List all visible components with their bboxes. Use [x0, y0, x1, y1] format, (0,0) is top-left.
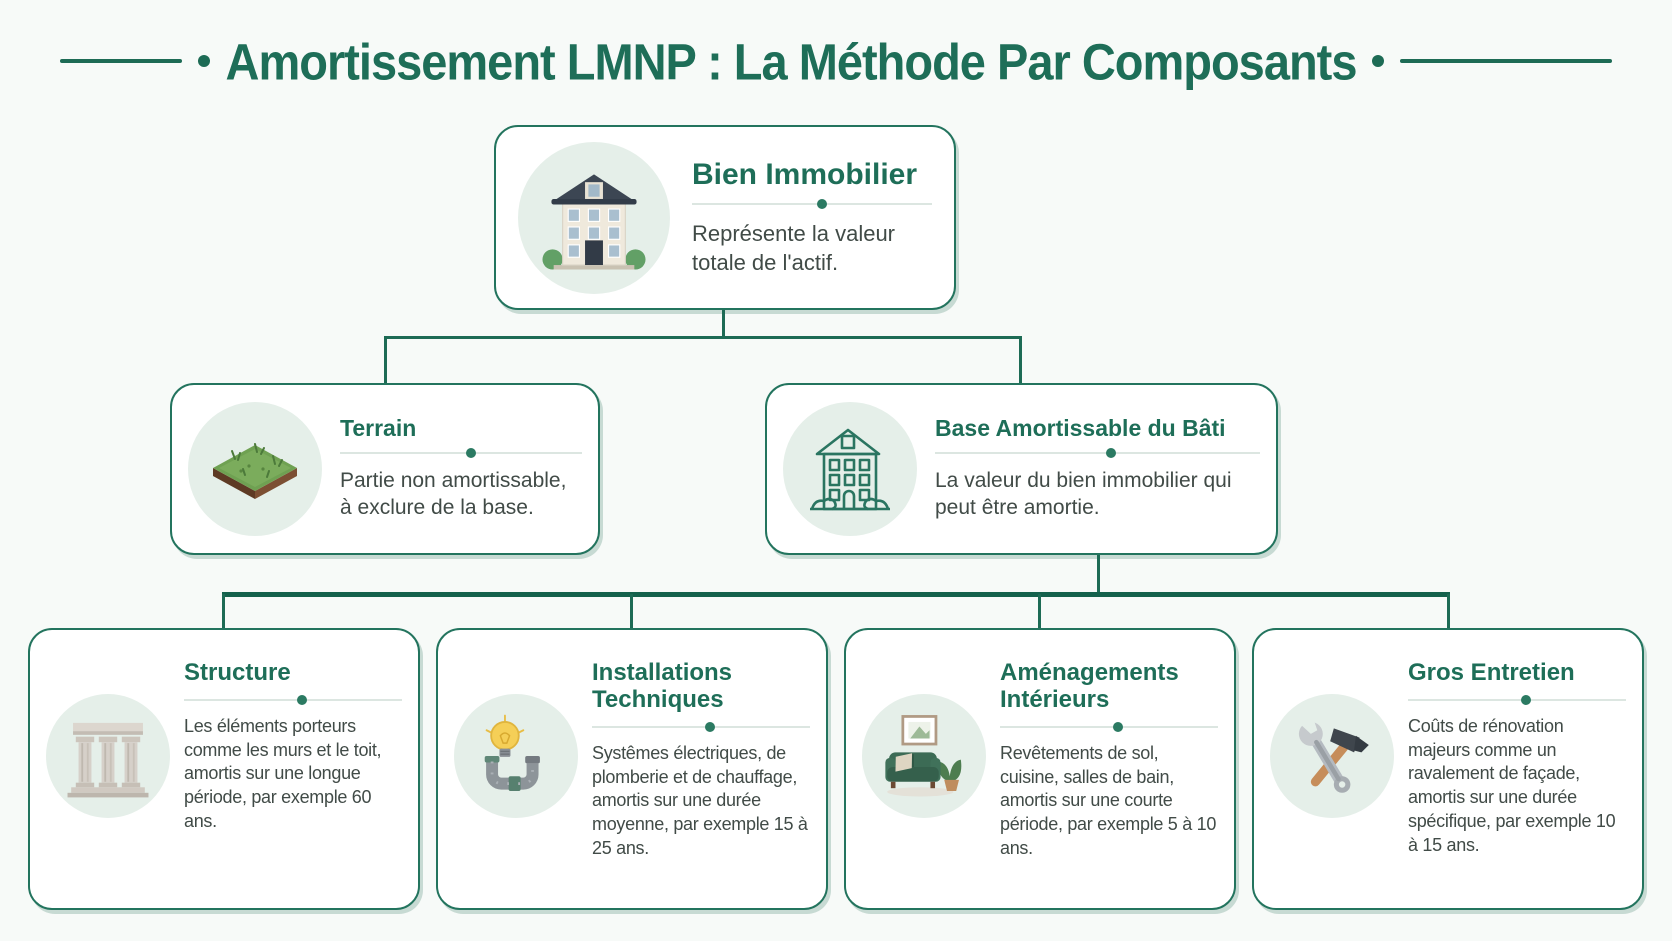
- sofa-icon: [862, 694, 986, 818]
- divider-dot: [1520, 694, 1531, 705]
- page-title: Amortissement LMNP : La Méthode Par Comp…: [225, 32, 1358, 90]
- divider-dot: [704, 721, 715, 732]
- card-description: Partie non amortissable, à exclure de la…: [340, 468, 567, 520]
- card-title: Bien Immobilier: [692, 158, 918, 192]
- title-row: Amortissement LMNP : La Méthode Par Comp…: [0, 26, 1672, 96]
- land-plot-icon: [188, 402, 322, 536]
- tools-icon: [1270, 694, 1394, 818]
- card-description: Revêtements de sol, cuisine, salles de b…: [1000, 742, 1217, 858]
- card-title: Base Amortissable du Bâti: [935, 414, 1226, 441]
- card-title: Terrain: [340, 414, 417, 441]
- building-icon: [518, 141, 670, 294]
- connector-amenagements-stub: [1038, 594, 1041, 630]
- card-divider: [1000, 721, 1218, 732]
- card-description: La valeur du bien immobilier qui peut êt…: [935, 468, 1232, 520]
- connector-entretien-stub: [1447, 594, 1450, 630]
- card-description: Les éléments porteurs comme les murs et …: [184, 715, 382, 831]
- title-right-line: [1400, 59, 1613, 63]
- card-divider: [592, 721, 810, 732]
- title-right-dot: [1372, 55, 1385, 67]
- land-plot-icon-art: [213, 443, 297, 499]
- card-installations-techniques: Installations Techniques Systêmes électr…: [436, 628, 828, 910]
- card-title: Aménagements Intérieurs: [1000, 659, 1179, 713]
- title-left-dot: [197, 55, 210, 67]
- connector-level2-horizontal: [384, 336, 1022, 339]
- card-description: Coûts de rénovation majeurs comme un rav…: [1408, 715, 1616, 855]
- divider-dot: [1112, 721, 1123, 732]
- card-bien-immobilier: Bien Immobilier Représente la valeur tot…: [494, 125, 956, 310]
- card-gros-entretien: Gros Entretien Coûts de rénovation majeu…: [1252, 628, 1644, 910]
- divider-dot: [465, 447, 476, 458]
- card-title: Installations Techniques: [592, 659, 733, 713]
- card-divider: [935, 447, 1260, 458]
- bulb-pipes-icon: [454, 694, 578, 818]
- card-description: Représente la valeur totale de l'actif.: [692, 220, 896, 275]
- tools-icon-art: [1298, 719, 1369, 793]
- card-divider: [340, 447, 582, 458]
- columns-icon-art: [67, 722, 149, 798]
- card-amenagements-interieurs: Aménagements Intérieurs Revêtements de s…: [844, 628, 1236, 910]
- connector-structure-stub: [222, 594, 225, 630]
- card-description: Systêmes électriques, de plomberie et de…: [592, 742, 808, 858]
- connector-terrain-stub: [384, 336, 387, 385]
- connector-root-riser: [722, 308, 725, 338]
- bulb-pipes-icon-art: [484, 714, 540, 791]
- card-title: Structure: [184, 659, 291, 686]
- card-base-amortissable: Base Amortissable du Bâti La valeur du b…: [765, 383, 1278, 555]
- card-structure: Structure Les éléments porteurs comme le…: [28, 628, 420, 910]
- columns-icon: [46, 694, 170, 818]
- card-divider: [692, 198, 932, 209]
- sofa-icon-art: [885, 715, 962, 797]
- divider-dot: [1105, 447, 1116, 458]
- connector-base-stub: [1019, 336, 1022, 385]
- connector-installations-stub: [630, 594, 633, 630]
- card-divider: [1408, 694, 1626, 705]
- divider-dot: [816, 198, 827, 209]
- connector-level3-horizontal: [222, 592, 1450, 597]
- building-outline-icon: [783, 402, 917, 536]
- connector-base-riser: [1097, 553, 1100, 594]
- card-title: Gros Entretien: [1408, 659, 1575, 686]
- title-left-line: [59, 59, 182, 63]
- building-icon-art: [542, 173, 646, 270]
- divider-dot: [296, 694, 307, 705]
- card-terrain: Terrain Partie non amortissable, à exclu…: [170, 383, 600, 555]
- card-divider: [184, 694, 402, 705]
- building-outline-icon-art: [810, 428, 890, 511]
